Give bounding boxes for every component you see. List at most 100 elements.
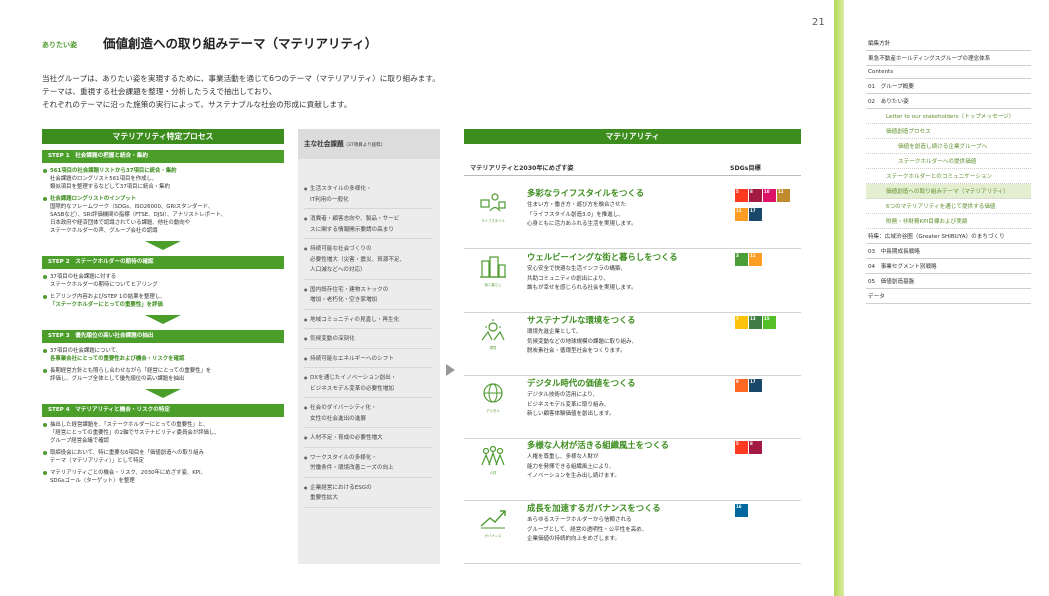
sdg-number: 5 bbox=[736, 189, 739, 194]
side-accent-bar bbox=[834, 0, 844, 596]
nav-item[interactable]: 価値創造プロセス bbox=[866, 124, 1031, 139]
description-line: 安心安全で快適な生活インフラの構築、 bbox=[527, 266, 626, 272]
nav-item[interactable]: ステークホルダーとのコミュニケーション bbox=[866, 169, 1031, 184]
materiality-description: 環境先進企業として、気候変動などの地球規模の課題に取り組み、脱炭素社会・循環型社… bbox=[527, 328, 637, 357]
step-label: STEP 2 ステークホルダーの期待の確認 bbox=[42, 256, 284, 269]
section-tag: ありたい姿 bbox=[42, 41, 77, 49]
step-bullet: 長期経営方針とも照らし合わせながら「経営にとっての重要性」を評価し、グループ全体… bbox=[42, 367, 284, 383]
description-line: ビジネスモデル変革に取り組み、 bbox=[527, 401, 610, 408]
nav-item[interactable]: 特集：広域渋谷圏（Greater SHIBUYA）のまちづくり bbox=[866, 229, 1031, 244]
nav-item[interactable]: 04 事業セグメント別戦略 bbox=[866, 259, 1031, 274]
sdg-number: 17 bbox=[750, 208, 756, 213]
nav-item[interactable]: 東急不動産ホールディングスグループの理念体系 bbox=[866, 51, 1031, 66]
intro-line: テーマは、重視する社会課題を整理・分析したうえで抽出しており、 bbox=[42, 87, 277, 96]
sdg-goal-icon: 8 bbox=[749, 189, 762, 202]
materiality-row: 街と暮らし ウェルビーイングな街と暮らしをつくる安心安全で快適な生活インフラの構築… bbox=[464, 251, 801, 313]
sdg-goal-icon: 7 bbox=[735, 316, 748, 329]
bullet-line: 日本政府や経済団体で認識されている課題、他社の動向や bbox=[50, 220, 190, 226]
sdg-goal-icon: 16 bbox=[735, 504, 748, 517]
issues-header-note: （37項目より抜粋） bbox=[343, 143, 386, 148]
sdg-goal-icon: 12 bbox=[777, 189, 790, 202]
step-bullet: 抽出した経営課題を、「ステークホルダーにとっての重要性」と、「経営にとっての重要… bbox=[42, 421, 284, 445]
materiality-description: デジタル技術の活用により、ビジネスモデル変革に取り組み、新しい顧客体験価値を創出… bbox=[527, 391, 614, 420]
materiality-row: 人材多様な人材が活きる組織風土をつくる人権を尊重し、多様な人財が能力を発揮できる… bbox=[464, 439, 801, 501]
materiality-description: 人権を尊重し、多様な人財が能力を発揮できる組織風土により、イノベーションを生み出… bbox=[527, 453, 620, 482]
sdg-number: 11 bbox=[736, 208, 742, 213]
bullet-line: 評価し、グループ全体として優先順位の高い課題を抽出 bbox=[50, 376, 185, 382]
description-line: グループとして、経営の透明性・公平性を高め、 bbox=[527, 526, 648, 533]
sdg-goal-icon: 9 bbox=[735, 379, 748, 392]
description-line: 人権を尊重し、多様な人財が bbox=[527, 454, 599, 460]
issue-line: 持続可能な社会づくりの bbox=[310, 246, 372, 252]
step-label: STEP 1 社会課題の把握と統合・集約 bbox=[42, 150, 284, 163]
sdg-goal-icon: 5 bbox=[735, 441, 748, 454]
description-line: 「ライフスタイル創造3.0」を推進し、 bbox=[527, 211, 624, 218]
materiality-subheader: マテリアリティと2030年にめざす姿 SDGs目標 bbox=[464, 160, 801, 176]
materiality-title: 成長を加速するガバナンスをつくる bbox=[527, 503, 661, 513]
step-bullet: 社会課題ロングリストのインプット国際的なフレームワーク（SDGs、ISO2600… bbox=[42, 195, 284, 235]
issue-item: 社会のダイバーシティ化・女性の社会進出の進展 bbox=[304, 403, 432, 428]
sdg-number: 8 bbox=[750, 441, 753, 446]
issue-item: 持続可能なエネルギーへのシフト bbox=[304, 354, 432, 368]
issues-header: 主な社会課題（37項目より抜粋） bbox=[298, 129, 440, 159]
description-line: あらゆるステークホルダーから信頼される bbox=[527, 517, 632, 523]
sdg-goal-icon: 10 bbox=[763, 189, 776, 202]
nav-item[interactable]: 02 ありたい姿 bbox=[866, 94, 1031, 109]
bullet-line: ステークホルダーの期待についてヒアリング bbox=[50, 282, 158, 288]
issue-line: 持続可能なエネルギーへのシフト bbox=[310, 355, 394, 362]
city-icon bbox=[478, 255, 508, 281]
nav-item[interactable]: 価値を創造し続ける企業グループへ bbox=[866, 139, 1031, 154]
bullet-line: グループ経営会議で確認 bbox=[50, 438, 109, 444]
issue-line: 気候変動の深刻化 bbox=[310, 336, 355, 342]
nav-item[interactable]: ステークホルダーへの提供価値 bbox=[866, 154, 1031, 169]
description-line: 脱炭素社会・循環型社会をつくります。 bbox=[527, 348, 626, 354]
nav-item[interactable]: データ bbox=[866, 289, 1031, 304]
sdg-number: 13 bbox=[750, 316, 756, 321]
icon-caption: 環境 bbox=[489, 346, 497, 350]
materiality-title: サステナブルな環境をつくる bbox=[527, 315, 636, 325]
issue-item: 生活スタイルの多様化・IT利用の一般化 bbox=[304, 184, 432, 209]
materiality-title: ウェルビーイングな街と暮らしをつくる bbox=[527, 252, 678, 262]
bullet-line: 類似項目を整理するなどして37項目に統合・集約 bbox=[50, 184, 170, 190]
bullet-highlight: 各事業会社にとっての重要性および機会・リスクを確認 bbox=[50, 356, 185, 362]
sdg-number: 17 bbox=[750, 379, 756, 384]
issues-column: 主な社会課題（37項目より抜粋） 生活スタイルの多様化・IT利用の一般化消費者・… bbox=[298, 129, 440, 564]
description-line: 能力を発揮できる組織風土により、 bbox=[527, 463, 615, 470]
issue-item: 気候変動の深刻化 bbox=[304, 334, 432, 349]
nav-item[interactable]: 編集方針 bbox=[866, 36, 1031, 51]
nav-item[interactable]: Contents bbox=[866, 66, 1031, 79]
col-right-label: SDGs目標 bbox=[730, 165, 761, 172]
nav-item[interactable]: 6つのマテリアリティを通じて提供する価値 bbox=[866, 199, 1031, 214]
sdg-number: 15 bbox=[764, 316, 770, 321]
issue-line: 必要性増大（災害・震災、資源不足、 bbox=[310, 256, 406, 263]
sdg-number: 9 bbox=[736, 379, 739, 384]
nav-item[interactable]: 01 グループ概要 bbox=[866, 79, 1031, 94]
description-line: デジタル技術の活用により、 bbox=[527, 392, 599, 398]
nav-item[interactable]: 財務・非財務KPI目標および実績 bbox=[866, 214, 1031, 229]
step-bullet: マテリアリティごとの機会・リスク、2030年にめざす姿、KPI、SDGsゴール（… bbox=[42, 469, 284, 485]
issue-line: 地域コミュニティの見直し・再生化 bbox=[310, 316, 400, 323]
sdg-number: 10 bbox=[764, 189, 770, 194]
page-title: 価値創造への取り組みテーマ（マテリアリティ） bbox=[103, 36, 378, 51]
icon-caption: 街と暮らし bbox=[484, 283, 502, 287]
bullet-line: テーマ（マテリアリティ）」として特定 bbox=[50, 458, 144, 464]
nav-item[interactable]: 05 価値創造基盤 bbox=[866, 274, 1031, 289]
nav-item[interactable]: 価値創造への取り組みテーマ（マテリアリティ） bbox=[866, 184, 1031, 199]
issue-line: 企業経営におけるESGの bbox=[310, 484, 372, 491]
issue-line: 生活スタイルの多様化・ bbox=[310, 186, 372, 192]
nav-item[interactable]: Letter to our stakeholders（トップメッセージ） bbox=[866, 109, 1031, 124]
sdg-number: 12 bbox=[778, 189, 784, 194]
nav-item[interactable]: 03 中長期成長戦略 bbox=[866, 244, 1031, 259]
sdg-number: 7 bbox=[736, 316, 739, 321]
lifestyle-icon bbox=[478, 191, 508, 217]
materiality-description: あらゆるステークホルダーから信頼されるグループとして、経営の透明性・公平性を高め… bbox=[527, 516, 647, 545]
issue-item: 人材不足・育成の必要性増大 bbox=[304, 433, 432, 448]
intro-line: 当社グループは、ありたい姿を実現するために、事業活動を通じて6つのテーマ（マテリ… bbox=[42, 74, 440, 83]
bullet-line: SASBなど）、SRI評価機関の指標（FTSE、DJSI）、アナリストレポート、 bbox=[50, 212, 227, 218]
issue-item: ワークスタイルの多様化・労働条件・環境改善ニーズの向上 bbox=[304, 453, 432, 478]
icon-caption: ライフスタイル bbox=[481, 219, 505, 223]
